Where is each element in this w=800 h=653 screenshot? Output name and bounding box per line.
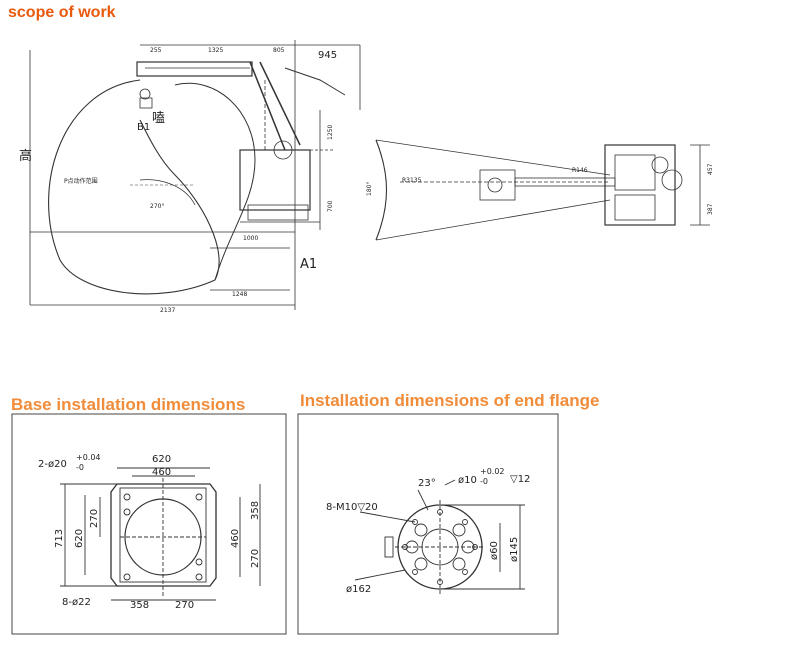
- dim-620-top: 620: [152, 454, 171, 465]
- dim-1000: 1000: [243, 235, 258, 242]
- holes-tol-plus: +0.04: [76, 453, 101, 462]
- flange-tol-minus: -0: [480, 477, 488, 486]
- dim-700: 700: [327, 200, 334, 212]
- dim-1248: 1248: [232, 291, 247, 298]
- plan-angle-label: 180°: [366, 182, 373, 196]
- dim-270-bottom: 270: [175, 600, 194, 611]
- dim-270-right: 270: [250, 549, 261, 568]
- scope-of-work-heading: scope of work: [8, 4, 116, 21]
- flange-depth: ▽12: [510, 474, 530, 485]
- p-range-label: P点动作范围: [64, 177, 98, 185]
- dim-1325: 1325: [208, 47, 223, 54]
- holes-label: 2-ø20: [38, 459, 67, 470]
- flange-labels: 23° ø10 +0.02 -0 ▽12 8-M10▽20 ø60 ø145 ø…: [326, 467, 530, 595]
- dim-255: 255: [150, 47, 162, 54]
- dim-d162: ø162: [346, 584, 371, 595]
- holes-tol-minus: -0: [76, 463, 84, 472]
- flange-drawing: [354, 479, 525, 595]
- flange-drawing-frame: [297, 413, 559, 635]
- base-plate-drawing: [60, 467, 261, 601]
- dim-1250: 1250: [327, 125, 334, 140]
- dim-460-top: 460: [152, 467, 171, 478]
- dim-d60: ø60: [489, 541, 500, 560]
- flange-thread: 8-M10▽20: [326, 502, 378, 513]
- end-flange-heading: Installation dimensions of end flange: [300, 391, 600, 410]
- robot-side-view: [29, 40, 361, 310]
- angle-label: 270°: [150, 203, 164, 210]
- dim-460-right: 460: [230, 529, 241, 548]
- base-labels: 2-ø20 +0.04 -0 620 460 270 620 713 460 3…: [38, 453, 261, 611]
- flange-tol-plus: +0.02: [480, 467, 505, 476]
- dim-2137: 2137: [160, 307, 175, 314]
- dim-945: 945: [318, 50, 337, 61]
- vertical-label: 高: [19, 148, 32, 164]
- dim-620-left: 620: [74, 529, 85, 548]
- dim-387: 387: [707, 203, 714, 215]
- holes8-label: 8-ø22: [62, 597, 91, 608]
- dim-358-bottom: 358: [130, 600, 149, 611]
- base-drawing-frame: [11, 413, 287, 635]
- dim-713: 713: [54, 529, 65, 548]
- b1-label: B1: [137, 122, 150, 133]
- dim-270-left: 270: [89, 509, 100, 528]
- dim-d145: ø145: [509, 537, 520, 562]
- robot-plan-view: [375, 139, 710, 241]
- dim-358-right: 358: [250, 501, 261, 520]
- plan-view-labels: R3135 180° 457 387 R146: [366, 163, 714, 215]
- b1-char: 嗑: [152, 111, 165, 126]
- side-view-labels: 255 1325 805 945 高 B1 嗑 P点动作范围 270° 1250…: [19, 47, 337, 314]
- r146-label: R146: [572, 167, 588, 174]
- flange-hole-label: ø10: [458, 475, 477, 486]
- flange-angle: 23°: [418, 478, 436, 489]
- r3135-label: R3135: [402, 177, 422, 184]
- dim-457: 457: [707, 163, 714, 175]
- base-installation-heading: Base installation dimensions: [11, 395, 246, 414]
- a1-label: A1: [300, 257, 317, 272]
- dim-805: 805: [273, 47, 285, 54]
